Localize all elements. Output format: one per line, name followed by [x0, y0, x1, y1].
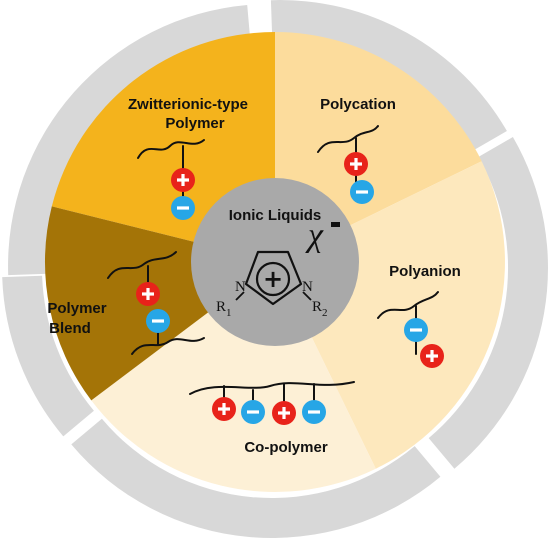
ion-copolymer-cation-1 [212, 397, 236, 421]
anion-charge-bar [331, 222, 340, 227]
segment-copolymer [91, 262, 376, 492]
outer-ring-upper-left [8, 5, 251, 276]
ion-zwitterionic-anion [171, 196, 195, 220]
chain-copolymer [189, 381, 355, 395]
cation-circle [255, 261, 291, 297]
nitrogen-left: N [235, 279, 246, 295]
ion-zwitterionic-cation [171, 168, 195, 192]
chain-zwitterionic [137, 139, 205, 159]
outer-ring-left [2, 275, 94, 437]
outer-ring-right [428, 137, 548, 469]
center-title: Ionic Liquids [229, 207, 322, 224]
cation-plus-sign: + [263, 265, 283, 293]
r1-label: R1 [216, 299, 232, 319]
label-zwitterionic-line1: Zwitterionic-type [128, 96, 248, 113]
chain-polycation [317, 125, 379, 153]
label-polymer-blend-line1: Polymer [47, 300, 106, 317]
r2-label: R2 [312, 299, 328, 319]
center-disk [191, 178, 359, 346]
label-polycation: Polycation [320, 96, 396, 113]
chain-blend-lower [131, 337, 205, 355]
ion-copolymer-anion-2 [302, 400, 326, 424]
ion-blend-cation [136, 282, 160, 306]
ion-blend-anion [146, 309, 170, 333]
label-polymer-blend-line2: Blend [49, 320, 91, 337]
nitrogen-right: N [302, 279, 313, 295]
imidazolium-structure: Ionic Liquids + N N R1 R2 χ [216, 207, 340, 319]
anion-symbol: χ [305, 217, 324, 254]
ion-markers [136, 152, 444, 425]
ion-copolymer-anion-1 [241, 400, 265, 424]
label-copolymer: Co-polymer [244, 439, 328, 456]
chain-blend-upper [107, 251, 177, 279]
ion-polyanion-cation [420, 344, 444, 368]
ion-polycation-anion [350, 180, 374, 204]
ion-copolymer-cation-2 [272, 401, 296, 425]
label-zwitterionic-line2: Polymer [165, 115, 224, 132]
imidazole-ring [244, 250, 303, 306]
chain-polyanion [377, 291, 439, 319]
substituent-bonds [235, 291, 312, 301]
outer-ring-bottom [71, 418, 441, 538]
label-polyanion: Polyanion [389, 263, 461, 280]
ion-polycation-cation [344, 152, 368, 176]
ion-polyanion-anion [404, 318, 428, 342]
